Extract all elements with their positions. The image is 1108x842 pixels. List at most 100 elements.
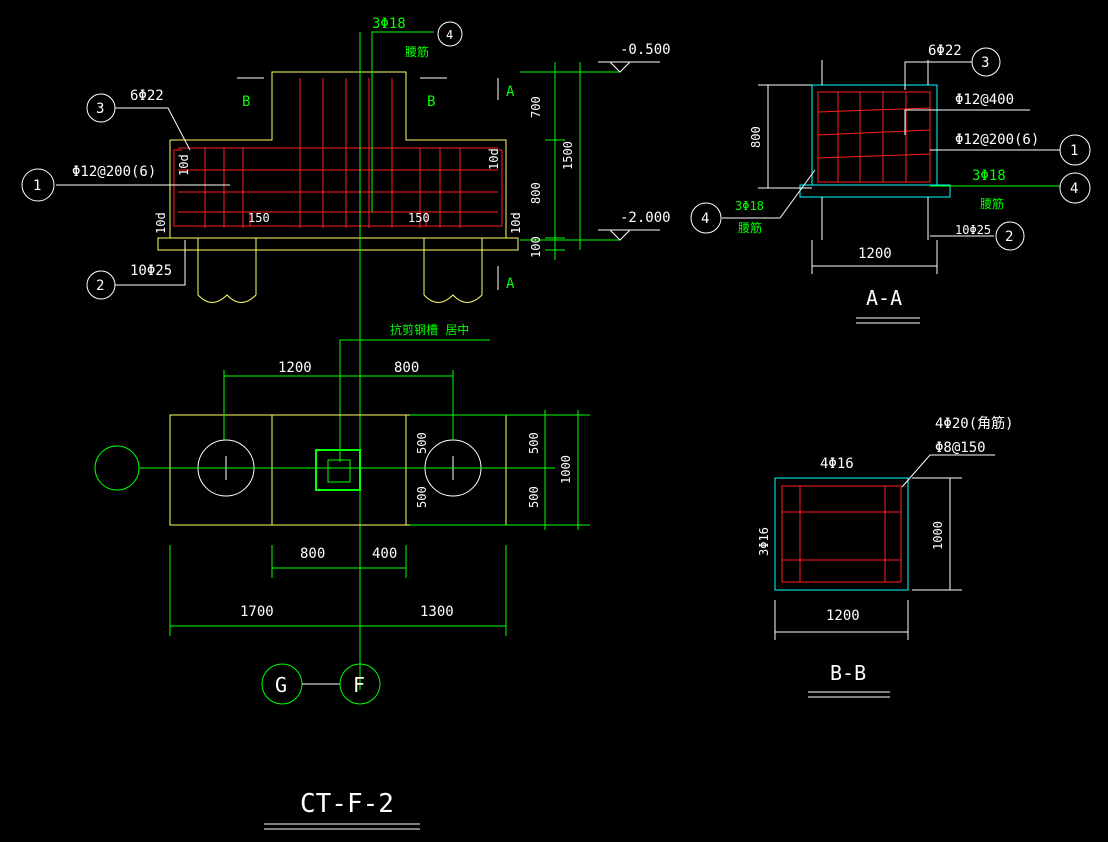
svg-text:3: 3 xyxy=(96,101,104,117)
plan-dims-top xyxy=(223,370,454,440)
aa-title: A-A xyxy=(866,286,902,310)
aa-top-bar: 6Φ22 xyxy=(928,43,962,59)
elevation-dim-lines xyxy=(520,62,620,260)
drawing-title-block: CT-F-2 xyxy=(264,789,420,830)
dim-1200-plan: 1200 xyxy=(278,360,312,376)
bb-title: B-B xyxy=(830,661,866,685)
aa-bottom-bar: 10Φ25 xyxy=(955,223,991,237)
callout-4-aa-left[interactable]: 4 xyxy=(690,202,722,234)
elevation-top: -0.500 xyxy=(620,42,671,58)
dim-500-upper: 500 xyxy=(415,432,429,454)
label-150-right: 150 xyxy=(408,211,430,225)
elevation-leaders xyxy=(56,107,230,286)
elevation-view: B B A A 700 800 100 1500 -0.500 xyxy=(21,16,671,690)
label-150-left: 150 xyxy=(248,211,270,225)
dim-500-upper-r: 500 xyxy=(527,432,541,454)
dim-800-elev: 800 xyxy=(529,182,543,204)
label-phi12-200-elev: Φ12@200(6) xyxy=(72,164,156,180)
axis-f[interactable]: F xyxy=(339,663,381,705)
svg-text:2: 2 xyxy=(96,278,104,294)
aa-stirrup-b: Φ12@200(6) xyxy=(955,132,1039,148)
plan-dims-bottom xyxy=(169,545,507,636)
dim-1000-plan: 1000 xyxy=(559,455,573,484)
dim-500-lower-r: 500 xyxy=(527,486,541,508)
bb-stirrup: Φ8@150 xyxy=(935,440,986,456)
dim-1700: 1700 xyxy=(240,604,274,620)
shear-note-leader xyxy=(339,339,490,462)
svg-text:F: F xyxy=(353,673,365,697)
plan-cap-outline xyxy=(169,414,507,526)
axis-g[interactable]: G xyxy=(261,663,303,705)
bb-rebar xyxy=(781,485,902,583)
dim-500-lower: 500 xyxy=(415,486,429,508)
dim-100: 100 xyxy=(529,236,543,258)
callout-4-aa-right[interactable]: 4 xyxy=(1059,172,1091,204)
svg-text:1: 1 xyxy=(33,178,41,194)
dim-400-plan: 400 xyxy=(372,546,397,562)
section-b-label-left: B xyxy=(242,94,250,110)
callout-2-aa[interactable]: 2 xyxy=(995,221,1025,251)
svg-text:4: 4 xyxy=(446,28,453,42)
label-10phi25-elev: 10Φ25 xyxy=(130,263,172,279)
label-waist-elev: 腰筋 xyxy=(405,44,429,59)
leader-rebar4 xyxy=(371,31,434,212)
blinding-layer xyxy=(157,237,519,251)
section-bb: 4Φ20(角筋) Φ8@150 4Φ16 3Φ16 1000 1200 B-B xyxy=(757,415,1014,698)
bb-height: 1000 xyxy=(931,521,945,550)
dim-1500: 1500 xyxy=(561,141,575,170)
bb-corner: 4Φ20(角筋) xyxy=(935,415,1014,432)
svg-text:4: 4 xyxy=(1070,181,1078,197)
aa-waist-label-right: 腰筋 xyxy=(980,196,1004,211)
elevation-marker-top xyxy=(598,61,660,73)
axis-bubble-left xyxy=(94,445,140,491)
aa-waist-right: 3Φ18 xyxy=(972,168,1006,184)
cap-outline xyxy=(169,71,507,239)
callout-2-elev[interactable]: 2 xyxy=(86,270,116,300)
aa-stirrup-a: Φ12@400 xyxy=(955,92,1014,108)
section-aa: 800 1200 6Φ22 Φ12@400 Φ12@200(6) 3Φ18 腰筋… xyxy=(690,43,1091,324)
callout-3-elev[interactable]: 3 xyxy=(86,93,116,123)
aa-outline xyxy=(811,84,938,186)
callout-1-elev[interactable]: 1 xyxy=(21,168,55,202)
aa-height: 800 xyxy=(749,126,763,148)
dim-800-plan-bottom: 800 xyxy=(300,546,325,562)
svg-text:2: 2 xyxy=(1005,229,1013,245)
label-10d-2: 10d xyxy=(487,148,501,170)
bb-top: 4Φ16 xyxy=(820,456,854,472)
section-b-label-right: B xyxy=(427,94,435,110)
aa-blinding xyxy=(799,184,951,198)
elevation-marker-bottom xyxy=(598,229,660,241)
plan-dims-right xyxy=(410,410,590,530)
plan-view: 抗剪钢槽 居中 1200 800 500 xyxy=(94,322,590,705)
svg-text:3: 3 xyxy=(981,55,989,71)
dim-800-plan-top: 800 xyxy=(394,360,419,376)
label-10d-3: 10d xyxy=(154,212,168,234)
callout-4-elev[interactable]: 4 xyxy=(437,21,463,47)
callout-3-aa[interactable]: 3 xyxy=(971,47,1001,77)
dim-1300: 1300 xyxy=(420,604,454,620)
label-10d-4: 10d xyxy=(509,212,523,234)
svg-text:1: 1 xyxy=(1070,143,1078,159)
drawing-title: CT-F-2 xyxy=(300,789,394,819)
bb-width: 1200 xyxy=(826,608,860,624)
shear-key xyxy=(315,449,361,491)
callout-1-aa[interactable]: 1 xyxy=(1059,134,1091,166)
svg-text:G: G xyxy=(275,673,287,697)
aa-rebar xyxy=(817,91,931,183)
label-10d-1: 10d xyxy=(177,154,191,176)
svg-text:4: 4 xyxy=(701,211,709,227)
aa-waist-left: 3Φ18 xyxy=(735,199,764,213)
section-a-label-bottom: A xyxy=(506,276,515,292)
elevation-rebar xyxy=(173,78,503,228)
label-6phi22-elev: 6Φ22 xyxy=(130,88,164,104)
aa-width: 1200 xyxy=(858,246,892,262)
pile-left xyxy=(197,238,257,303)
bb-side: 3Φ16 xyxy=(757,527,771,556)
bb-outline xyxy=(774,477,909,591)
pile-right xyxy=(423,238,483,303)
aa-waist-label-left: 腰筋 xyxy=(738,220,762,235)
section-a-label-top: A xyxy=(506,84,515,100)
dim-700: 700 xyxy=(529,96,543,118)
label-3phi18-elev: 3Φ18 xyxy=(372,16,406,32)
